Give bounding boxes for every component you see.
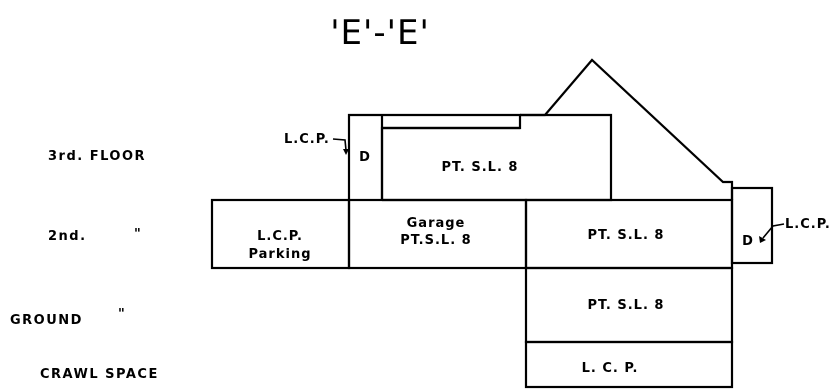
level-ditto-ground: " (118, 307, 126, 322)
callout-lcp-left: L.C.P. (284, 132, 330, 147)
label-d-left: D (359, 150, 371, 165)
label-garage-line1: Garage (407, 216, 466, 231)
third-floor-unit-boundary (382, 113, 613, 202)
callout-lcp-right: L.C.P. (785, 217, 831, 232)
label-second-right-unit: PT. S.L. 8 (588, 228, 665, 243)
callout-arrow-right (762, 223, 785, 239)
label-lcp-parking-line2: Parking (248, 247, 311, 262)
label-garage-line2: PT.S.L. 8 (400, 233, 471, 248)
level-ditto-2nd: " (134, 227, 142, 242)
level-label-3rd-floor: 3rd. FLOOR (48, 149, 146, 164)
callout-arrow-left (332, 138, 347, 151)
roof-gable (520, 58, 734, 200)
section-title: 'E'-'E' (330, 13, 430, 53)
level-label-crawl-space: CRAWL SPACE (40, 367, 159, 382)
label-ground-unit: PT. S.L. 8 (588, 298, 665, 313)
label-lcp-parking-line1: L.C.P. (257, 229, 303, 244)
label-third-floor-unit: PT. S.L. 8 (442, 160, 519, 175)
label-crawl-unit: L. C. P. (582, 361, 639, 376)
label-d-right: D (742, 234, 754, 249)
level-label-ground: GROUND (10, 313, 83, 328)
level-label-2nd: 2nd. (48, 229, 87, 244)
unit-lcp-crawl (524, 340, 734, 389)
unit-d-right (730, 186, 774, 265)
